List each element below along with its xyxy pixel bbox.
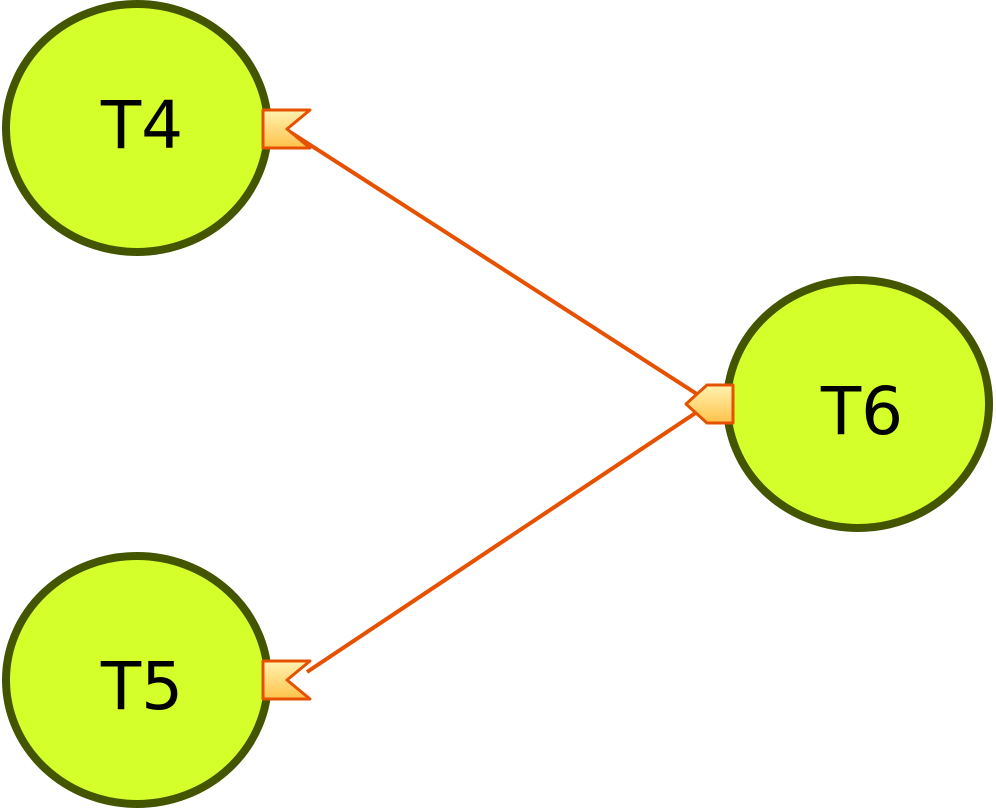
- node-T5[interactable]: T5: [2, 552, 272, 808]
- edge-T6-T4[interactable]: [285, 128, 702, 398]
- node-T6[interactable]: T6: [723, 276, 993, 532]
- node-T6-label: T6: [820, 373, 903, 450]
- port-T6-out[interactable]: [684, 383, 735, 425]
- node-T5-label: T5: [100, 648, 183, 725]
- port-T4-in[interactable]: [261, 108, 312, 150]
- edge-T6-T5[interactable]: [305, 408, 702, 674]
- edges: [285, 128, 702, 674]
- port-T5-in[interactable]: [261, 659, 312, 701]
- node-T4-label: T4: [100, 87, 183, 164]
- node-T4[interactable]: T4: [2, 0, 272, 256]
